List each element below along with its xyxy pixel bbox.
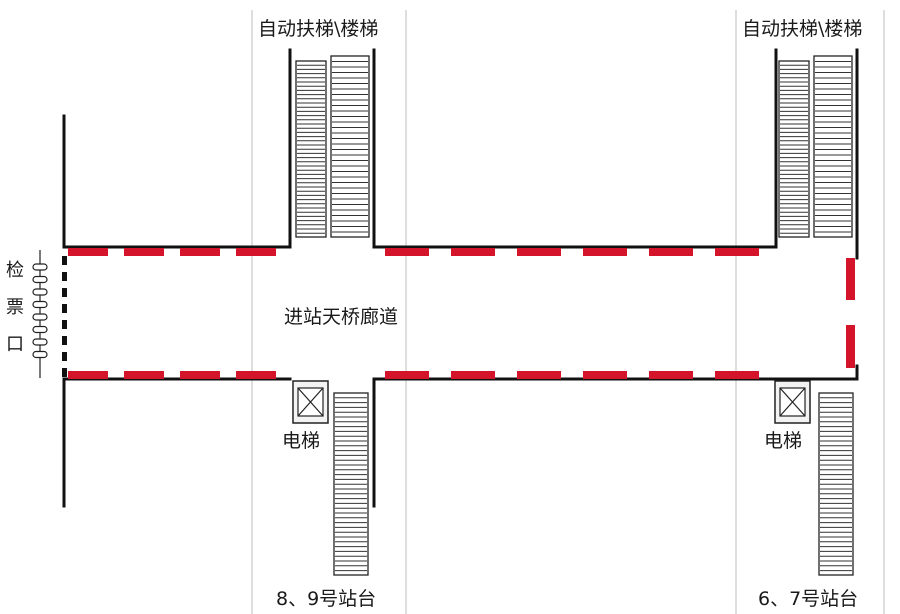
red-dash [715, 371, 759, 379]
elevator-label-right: 电梯 [764, 430, 803, 452]
red-dash [385, 371, 429, 379]
turnstile [32, 275, 48, 284]
ticket-gate-char-2: 票 [6, 297, 24, 318]
escalator-bottom-left [333, 392, 369, 576]
escalator-top-left [295, 55, 370, 238]
gate-dash [62, 336, 67, 345]
ticket-gate-char-3: 口 [6, 334, 24, 355]
ticket-gate-turnstiles [32, 250, 48, 378]
red-dash [124, 248, 164, 256]
red-dash [649, 371, 693, 379]
gate-dash [62, 272, 67, 281]
turnstile [32, 288, 48, 296]
red-dash [715, 248, 759, 256]
red-dash-lines [68, 248, 855, 379]
red-dash [180, 248, 220, 256]
red-dash [236, 248, 276, 256]
gate-dash [62, 256, 67, 265]
corridor-label: 进站天桥廊道 [284, 306, 399, 328]
wall-top-left [62, 48, 292, 249]
wall-top-middle [372, 48, 778, 249]
elevator-label-left: 电梯 [282, 430, 321, 452]
red-dash [649, 248, 693, 256]
turnstile [32, 325, 48, 334]
red-dash [583, 248, 627, 256]
turnstile [32, 300, 48, 309]
red-dash [451, 248, 495, 256]
red-dash [583, 371, 627, 379]
turnstile [32, 263, 48, 271]
ticket-gate-label: 检 票 口 [4, 262, 26, 373]
red-dash [517, 248, 561, 256]
red-dash [385, 248, 429, 256]
ticket-gate-char-1: 检 [6, 260, 24, 281]
gate-dash [62, 352, 67, 361]
red-dash [68, 371, 108, 379]
red-dash [124, 371, 164, 379]
gate-dash [62, 320, 67, 329]
gate-dash [62, 368, 67, 377]
ticket-gate-line [62, 256, 67, 377]
gate-dash [62, 288, 67, 297]
red-dash [517, 371, 561, 379]
platform-8-9-label: 8、9号站台 [276, 588, 377, 610]
gate-dash [62, 304, 67, 313]
turnstile [32, 338, 48, 346]
turnstile [32, 350, 48, 359]
red-dash [68, 248, 108, 256]
platform-6-7-label: 6、7号站台 [758, 588, 859, 610]
escalator-stairs-label-right: 自动扶梯\楼梯 [742, 18, 863, 40]
escalator-stairs-label-left: 自动扶梯\楼梯 [258, 18, 379, 40]
escalator-top-right [778, 55, 853, 238]
escalator-bottom-right [818, 392, 854, 576]
red-dash [846, 258, 855, 300]
red-dash [180, 371, 220, 379]
red-dash [846, 325, 855, 368]
red-dash [236, 371, 276, 379]
elevator-left-icon [292, 380, 329, 424]
turnstile [32, 313, 48, 321]
red-dash [451, 371, 495, 379]
wall-bottom-left [62, 377, 292, 508]
elevator-right-icon [774, 380, 811, 424]
guide-lines [251, 10, 885, 614]
corridor-walls [62, 48, 859, 508]
